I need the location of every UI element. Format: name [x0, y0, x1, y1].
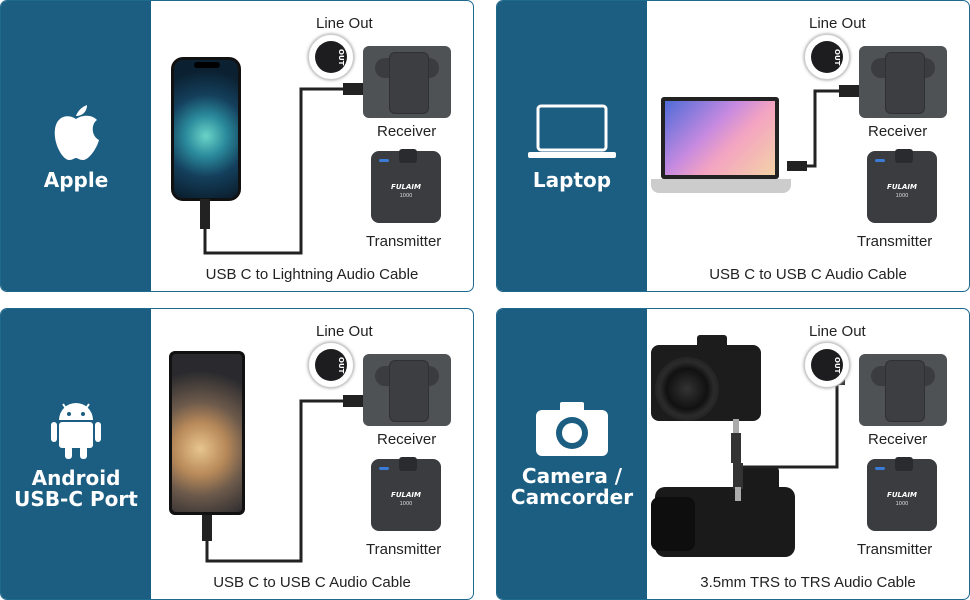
out-port-badge: OUT [308, 342, 354, 388]
android-phone-image [169, 351, 245, 515]
panel-laptop: Laptop OUT Line Out Receiver FULAIM 1000… [496, 0, 970, 292]
cable-caption: USB C to USB C Audio Cable [709, 266, 907, 283]
dslr-camera-image [651, 335, 761, 421]
out-port-badge: OUT [308, 34, 354, 80]
line-out-label: Line Out [809, 15, 866, 32]
receiver-device [859, 354, 947, 426]
side-label: Laptop [532, 167, 612, 192]
line-out-label: Line Out [316, 15, 373, 32]
diagram-area: OUT Line Out Receiver FULAIM 1000 Transm… [151, 1, 473, 291]
camera-icon [536, 402, 608, 456]
panel-apple: Apple OUT Line Out Receiver FULAIM 1000 … [0, 0, 474, 292]
receiver-label: Receiver [377, 123, 437, 140]
brand-text: FULAIM [391, 183, 421, 191]
transmitter-device: FULAIM 1000 [371, 149, 441, 223]
transmitter-label: Transmitter [366, 233, 442, 250]
out-text: OUT [833, 357, 841, 374]
laptop-icon [528, 104, 616, 158]
model-text: 1000 [895, 501, 909, 507]
cable-lightning [200, 83, 365, 255]
out-port-badge: OUT [804, 34, 850, 80]
transmitter-label: Transmitter [857, 541, 933, 558]
transmitter-device: FULAIM 1000 [371, 457, 441, 531]
brand-text: FULAIM [887, 491, 917, 499]
out-text: OUT [337, 49, 345, 66]
receiver-label: Receiver [868, 123, 928, 140]
brand-text: FULAIM [391, 491, 421, 499]
panel-android: Android USB-C Port OUT Line Out Receiver… [0, 308, 474, 600]
side-label: Android USB-C Port [14, 466, 138, 511]
receiver-device [363, 354, 451, 426]
cable-caption: 3.5mm TRS to TRS Audio Cable [700, 574, 916, 591]
apple-icon [54, 104, 99, 160]
side-label: Camera / Camcorder [510, 464, 634, 509]
side-apple: Apple [1, 1, 151, 291]
camcorder-image [651, 467, 795, 557]
out-text: OUT [337, 357, 345, 374]
out-port-badge: OUT [804, 342, 850, 388]
transmitter-label: Transmitter [857, 233, 933, 250]
model-text: 1000 [895, 193, 909, 199]
cable-usbc [787, 85, 861, 171]
model-text: 1000 [399, 501, 413, 507]
out-text: OUT [833, 49, 841, 66]
transmitter-device: FULAIM 1000 [867, 149, 937, 223]
laptop-image [661, 97, 779, 179]
receiver-label: Receiver [377, 431, 437, 448]
side-camera: Camera / Camcorder [497, 309, 647, 599]
android-icon [51, 403, 101, 459]
side-laptop: Laptop [497, 1, 647, 291]
model-text: 1000 [399, 193, 413, 199]
line-out-label: Line Out [316, 323, 373, 340]
receiver-label: Receiver [868, 431, 928, 448]
line-out-label: Line Out [809, 323, 866, 340]
diagram-area: OUT Line Out Receiver FULAIM 1000 Transm… [151, 309, 473, 599]
receiver-device [363, 46, 451, 118]
side-label: Apple [43, 167, 109, 192]
transmitter-device: FULAIM 1000 [867, 457, 937, 531]
diagram-area: OUT Line Out Receiver FULAIM 1000 Transm… [647, 309, 969, 599]
diagram-area: OUT Line Out Receiver FULAIM 1000 Transm… [647, 1, 969, 291]
panel-camera: Camera / Camcorder OUT Line Out Receiver… [496, 308, 970, 600]
receiver-device [859, 46, 947, 118]
cable-caption: USB C to Lightning Audio Cable [205, 266, 419, 283]
side-android: Android USB-C Port [1, 309, 151, 599]
iphone-image [171, 57, 241, 201]
cable-usbc [202, 395, 365, 563]
brand-text: FULAIM [887, 183, 917, 191]
transmitter-label: Transmitter [366, 541, 442, 558]
cable-caption: USB C to USB C Audio Cable [213, 574, 411, 591]
